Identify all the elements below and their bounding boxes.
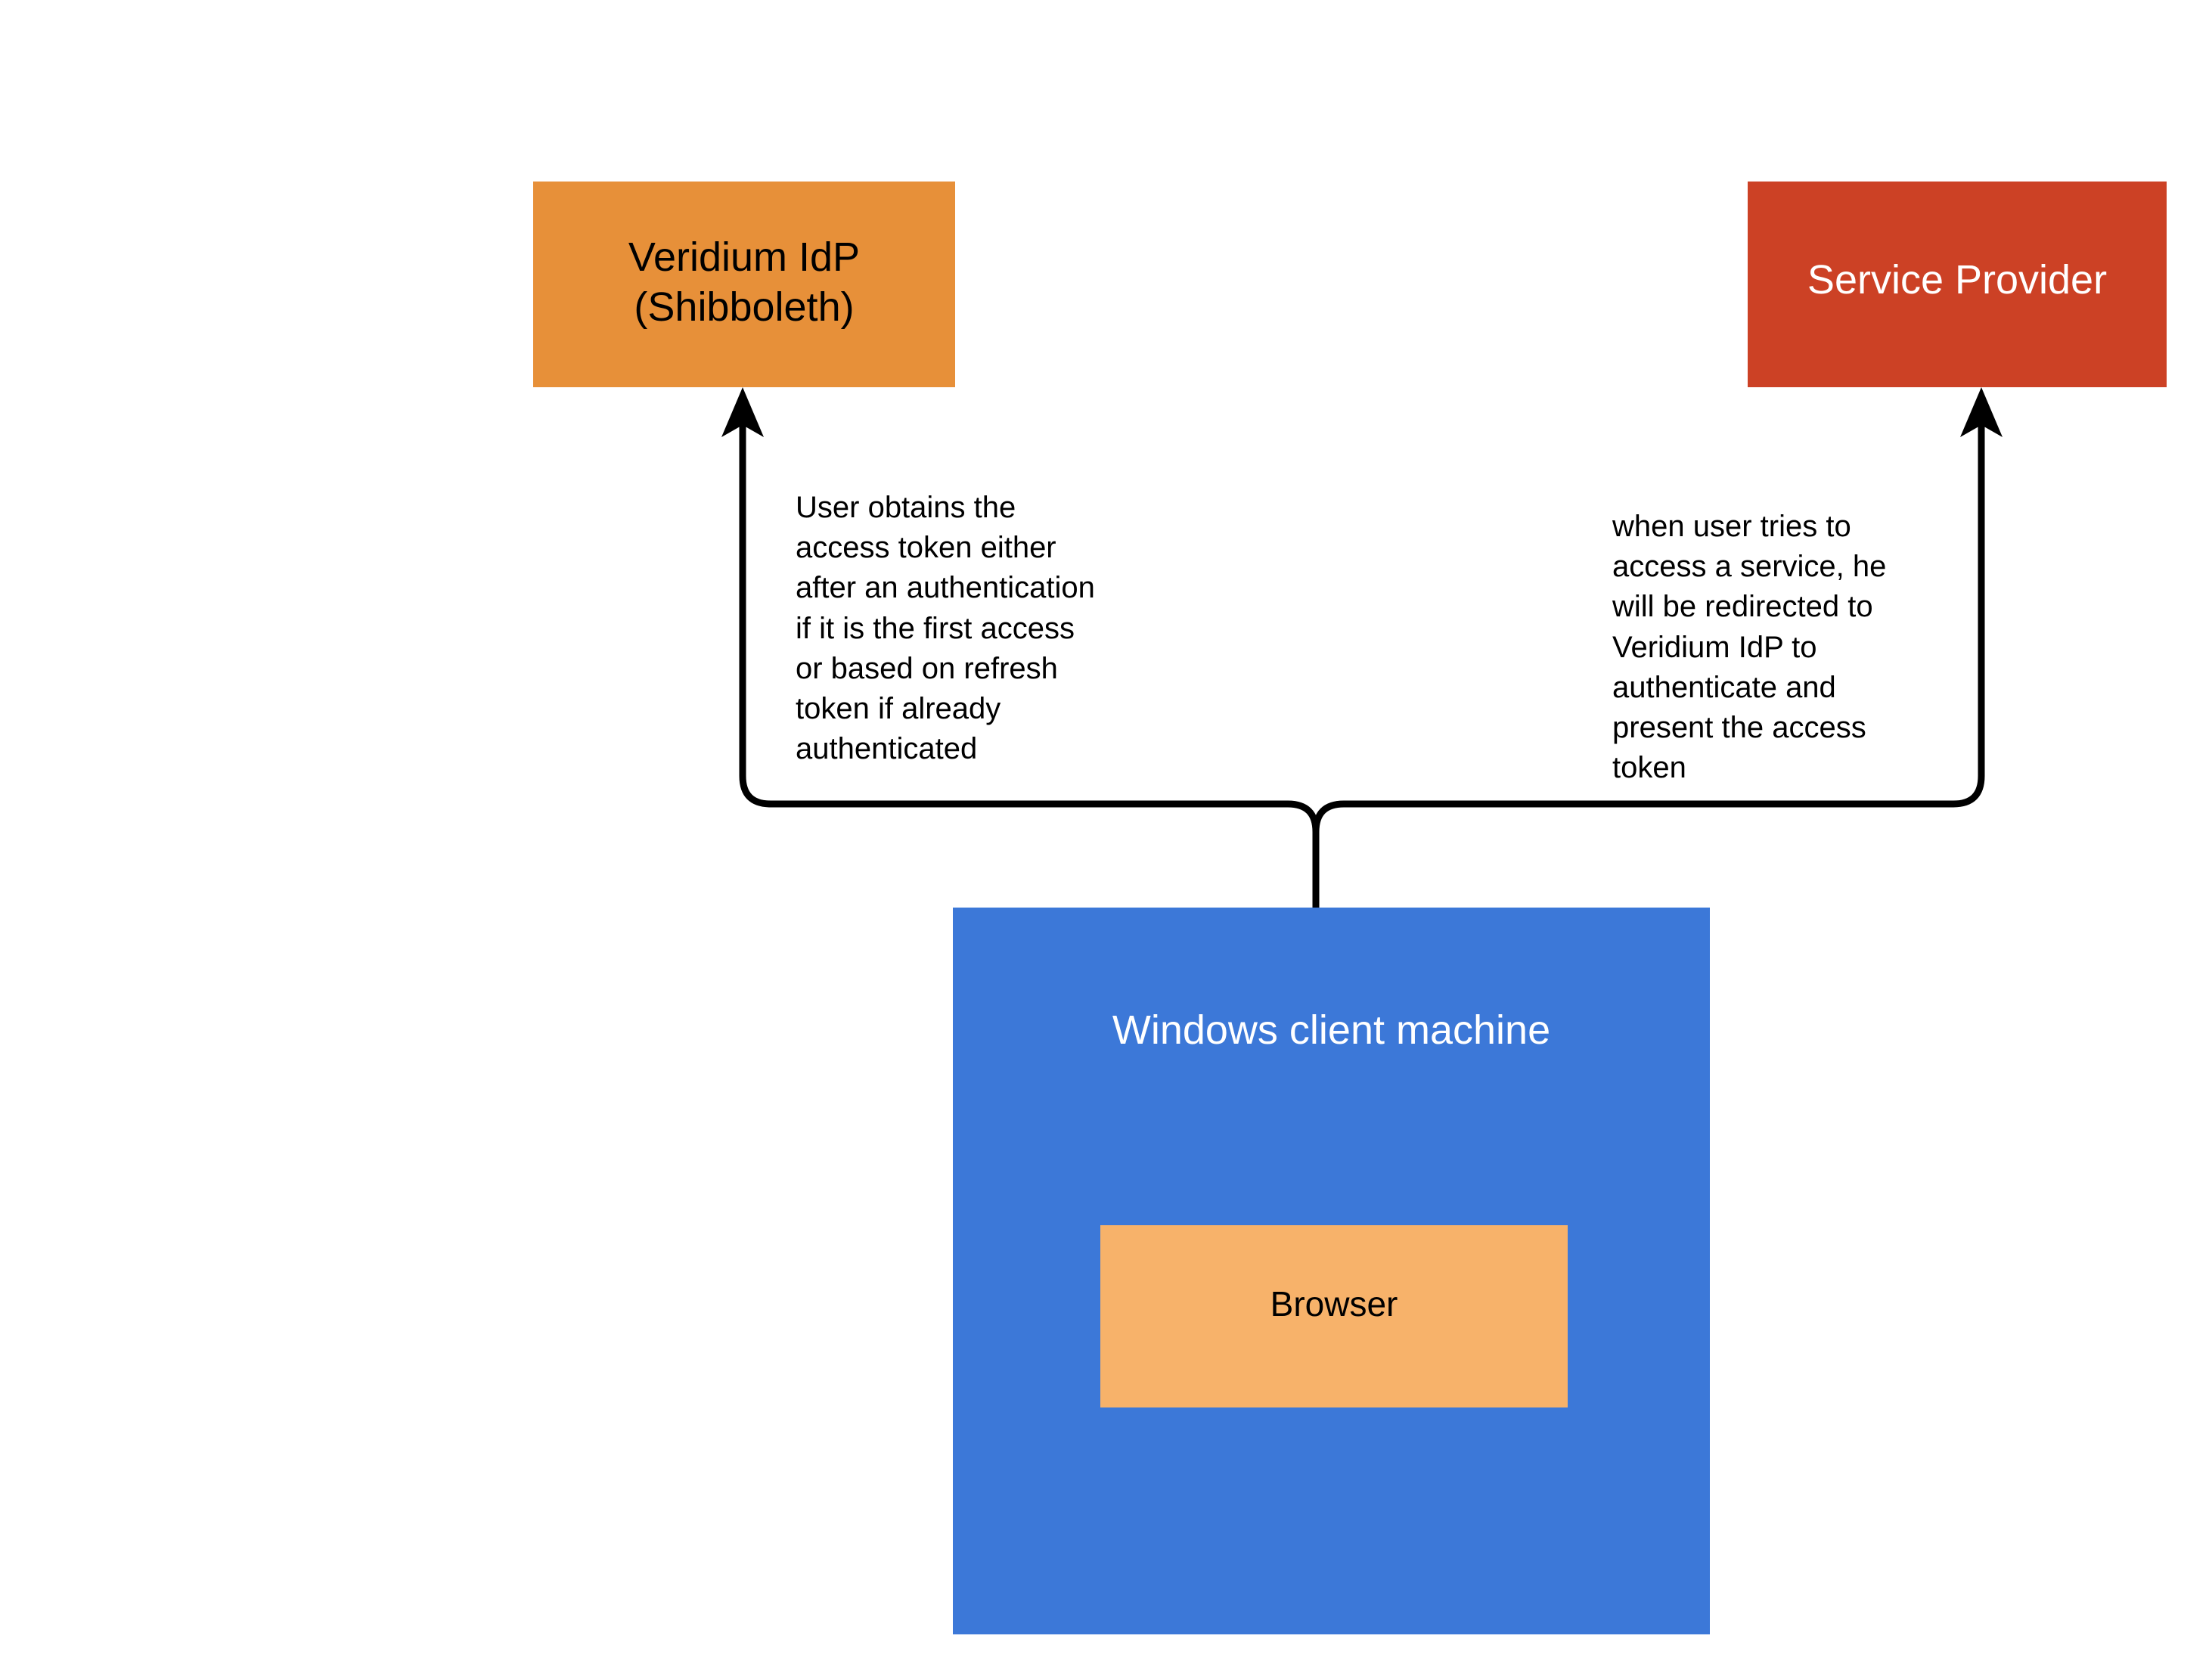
arrowhead-idp: [721, 387, 764, 437]
node-service-provider[interactable]: Service Provider: [1748, 182, 2167, 387]
node-browser[interactable]: Browser: [1100, 1225, 1568, 1407]
node-veridium-idp[interactable]: Veridium IdP (Shibboleth): [533, 182, 955, 387]
annotation-access-token-flow: User obtains the access token either aft…: [796, 491, 1095, 766]
annotation-service-redirect-flow: when user tries to access a service, he …: [1612, 510, 1887, 785]
arrowhead-service-provider: [1960, 387, 2003, 437]
